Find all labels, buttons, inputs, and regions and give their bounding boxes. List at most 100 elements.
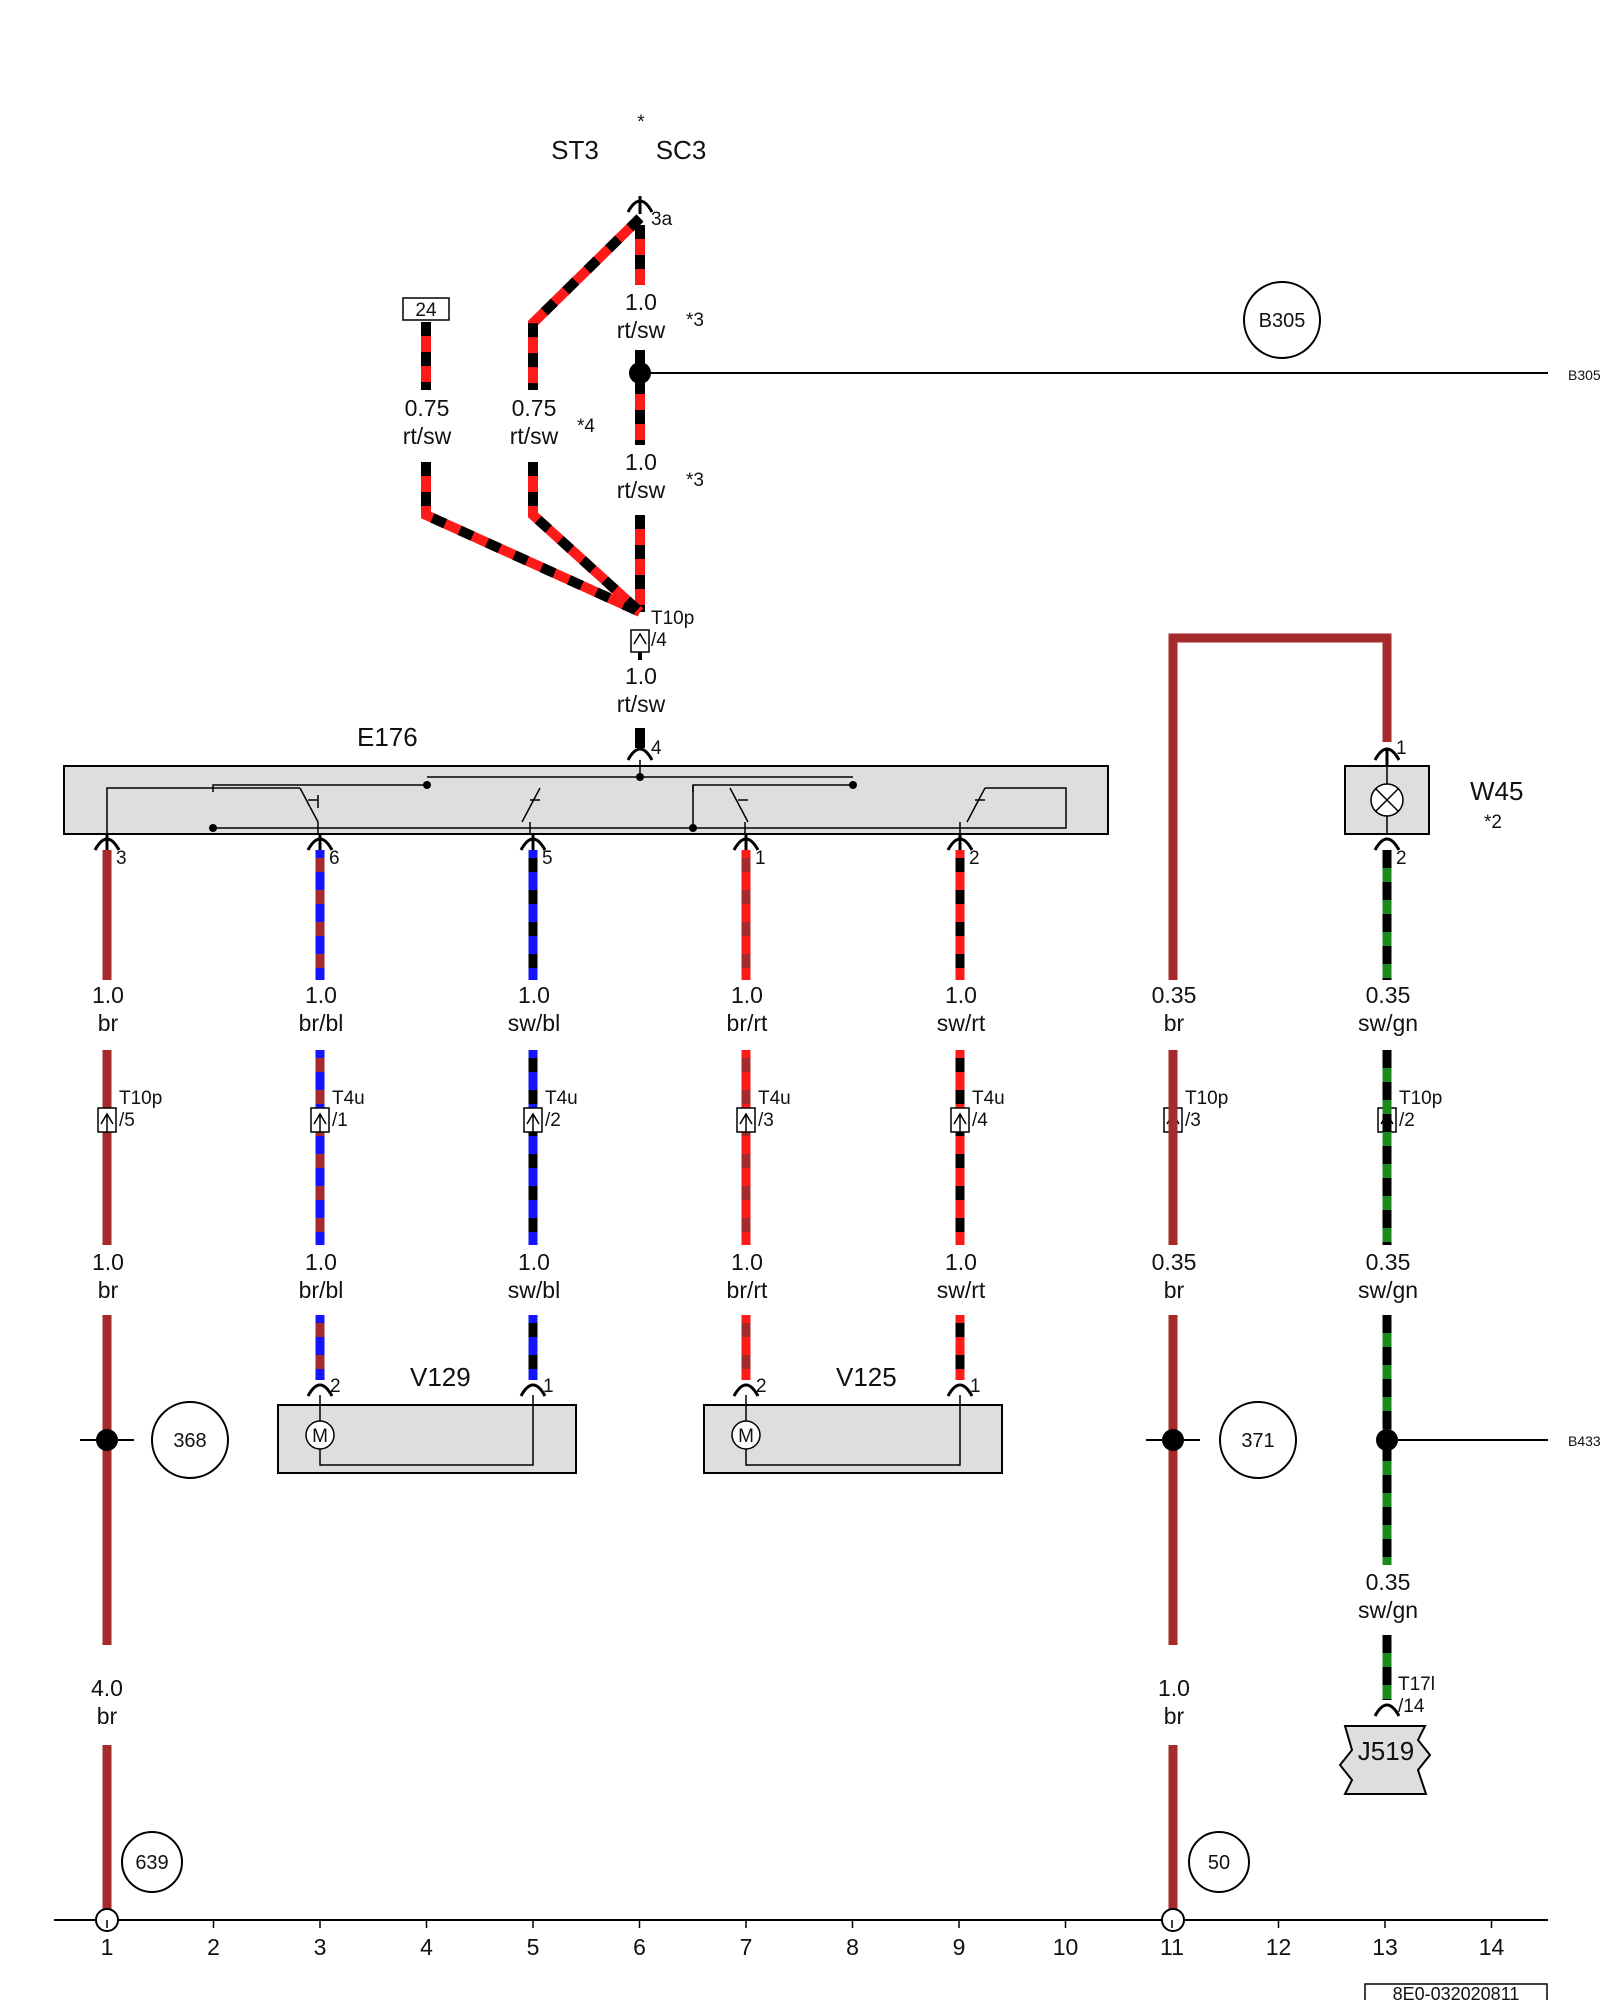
- wire-diagonal-upper: [528, 214, 644, 390]
- connector-name: T10p: [1185, 1088, 1228, 1109]
- motor-name: V125: [836, 1362, 897, 1392]
- connector-name: T10p: [1399, 1088, 1442, 1109]
- wire-size-label: 1.0: [625, 289, 657, 315]
- splice-b433-label: B433: [1568, 1433, 1600, 1449]
- ground-639-label: 639: [135, 1852, 168, 1874]
- ecu-name: J519: [1358, 1736, 1414, 1766]
- wire-size-label: 1.0: [518, 1249, 550, 1275]
- connector-name: T4u: [332, 1088, 365, 1109]
- ruler-number: 7: [740, 1934, 753, 1960]
- terminal-pin-label: 3a: [651, 209, 673, 230]
- wire-color-label: rt/sw: [617, 477, 666, 503]
- wire-size-label: 4.0: [91, 1675, 123, 1701]
- wire-rtsw-star4: [528, 462, 644, 616]
- ecu-conn-pin: /14: [1398, 1696, 1425, 1717]
- lamp-note: *2: [1484, 812, 1502, 833]
- wire-size-label: 0.35: [1366, 1249, 1411, 1275]
- connector-name: T4u: [758, 1088, 791, 1109]
- wire-size-label: 1.0: [1158, 1675, 1190, 1701]
- motor-v129: V129 M: [277, 1362, 577, 1474]
- power-supply: ST3 * SC3 3a: [551, 112, 706, 230]
- wire-size-label: 0.35: [1366, 982, 1411, 1008]
- connector-name: T10p: [119, 1088, 162, 1109]
- wire-size-label: 1.0: [731, 982, 763, 1008]
- ground-371: 371: [1146, 1401, 1297, 1479]
- ground-bus-node: [1161, 1908, 1185, 1932]
- wire-color-label: br: [1164, 1703, 1185, 1729]
- switch-pin-label: 2: [969, 848, 980, 869]
- fuse-24: 24: [402, 297, 450, 321]
- motor-pin-label: 2: [330, 1376, 341, 1397]
- wire-color-label: sw/gn: [1358, 1597, 1418, 1623]
- ruler-number: 10: [1053, 1934, 1079, 1960]
- connector-pin: /3: [758, 1110, 774, 1131]
- fuse-label: 24: [415, 300, 437, 321]
- connector-pin: /2: [1399, 1110, 1415, 1131]
- motor-pin-label: 1: [543, 1376, 554, 1397]
- motor-symbol: M: [312, 1426, 328, 1447]
- wire-color-label: sw/gn: [1358, 1010, 1418, 1036]
- wire-size-label: 1.0: [305, 982, 337, 1008]
- terminal-star-label: *: [637, 112, 645, 133]
- wire-color-label: br: [98, 1010, 119, 1036]
- wire-color-label: rt/sw: [510, 423, 559, 449]
- wire-size-label: 0.35: [1366, 1569, 1411, 1595]
- ruler-number: 1: [101, 1934, 114, 1960]
- wire-lamp-feed: [1168, 633, 1392, 1910]
- wire-size-label: 1.0: [92, 982, 124, 1008]
- ground-368-label: 368: [173, 1430, 206, 1452]
- ruler-number: 3: [314, 1934, 327, 1960]
- lamp-w45: 1 W45 *2 2: [1344, 738, 1523, 869]
- connector-pin: /5: [119, 1110, 135, 1131]
- ground-368: 368: [80, 1401, 229, 1479]
- switch-pin-label: 5: [542, 848, 553, 869]
- control-unit-j519: T17l /14 J519: [1338, 1674, 1435, 1795]
- switch-pin-label: 6: [329, 848, 340, 869]
- connector-pin: /4: [651, 630, 667, 651]
- wire-color-label: br: [97, 1703, 118, 1729]
- wire-size-label: 1.0: [518, 982, 550, 1008]
- connector-pin: /1: [332, 1110, 348, 1131]
- terminal-st3-label: ST3: [551, 135, 599, 165]
- wire-color-label: br: [1164, 1010, 1185, 1036]
- lamp-pin-bottom: 2: [1396, 848, 1407, 869]
- wire-size-label: 1.0: [945, 1249, 977, 1275]
- wire-color-label: sw/bl: [508, 1277, 560, 1303]
- splice-b433: B433: [1376, 1429, 1600, 1451]
- wire-note-label: *3: [686, 310, 704, 331]
- wire-size-label: 1.0: [731, 1249, 763, 1275]
- wire-size-label: 0.35: [1152, 982, 1197, 1008]
- wire-fuse-24: [421, 322, 643, 617]
- connector-name: T4u: [972, 1088, 1005, 1109]
- motor-symbol: M: [738, 1426, 754, 1447]
- wire-size-label: 0.75: [512, 395, 557, 421]
- ruler-number: 12: [1266, 1934, 1292, 1960]
- ruler-number: 8: [846, 1934, 859, 1960]
- wire-size-label: 0.35: [1152, 1249, 1197, 1275]
- connector-pin: /4: [972, 1110, 988, 1131]
- wire-color-label: sw/rt: [937, 1010, 986, 1036]
- wire-color-label: br/rt: [727, 1277, 769, 1303]
- wire-color-label: sw/rt: [937, 1277, 986, 1303]
- terminal-sc3-label: SC3: [656, 135, 707, 165]
- connector-pin: /2: [545, 1110, 561, 1131]
- connector-name: T10p: [651, 608, 694, 629]
- wire-size-label: 1.0: [625, 663, 657, 689]
- motor-pin-label: 1: [970, 1376, 981, 1397]
- wire-color-label: rt/sw: [403, 423, 452, 449]
- ruler-number: 13: [1372, 1934, 1398, 1960]
- ruler-number: 9: [953, 1934, 966, 1960]
- connector-name: T4u: [545, 1088, 578, 1109]
- wire-size-label: 0.75: [405, 395, 450, 421]
- wire-color-label: br/rt: [727, 1010, 769, 1036]
- wire-size-label: 1.0: [945, 982, 977, 1008]
- diagram-code: 8E0-032020811: [1364, 1983, 1548, 2000]
- ground-50-label: 50: [1208, 1852, 1230, 1874]
- wire-note-label: *4: [577, 416, 595, 437]
